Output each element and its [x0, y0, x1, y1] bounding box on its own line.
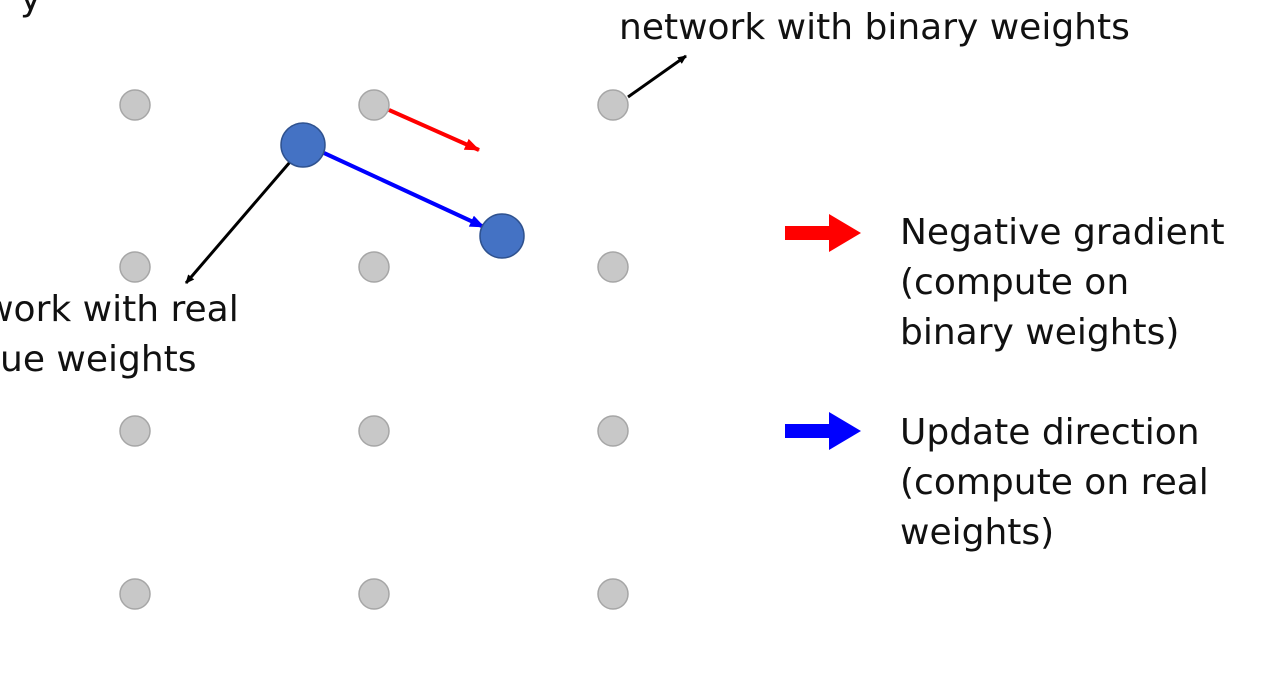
legend-update-direction-line1: Update direction: [900, 412, 1200, 453]
binary-network-text: network with binary weights: [619, 7, 1130, 48]
real-network-label: twork with real ue weights: [0, 285, 239, 385]
real-weight-point-before: [280, 122, 326, 168]
update-direction-arrow: [323, 151, 485, 229]
grid-point: [119, 578, 151, 610]
grid-point: [358, 251, 390, 283]
real-network-text-line2: ue weights: [0, 339, 197, 380]
grid-point: [358, 578, 390, 610]
grid-point: [119, 89, 151, 121]
grid-point: [119, 251, 151, 283]
legend-negative-gradient-swatch: [785, 214, 861, 252]
legend-update-direction: Update direction (compute on real weight…: [900, 408, 1209, 558]
grid-point: [358, 89, 390, 121]
negative-gradient-arrow: [388, 108, 480, 152]
grid-point: [597, 578, 629, 610]
legend-negative-gradient-line1: Negative gradient: [900, 212, 1225, 253]
real-network-text-line1: twork with real: [0, 289, 239, 330]
grid-point: [597, 415, 629, 447]
legend-update-direction-swatch: [785, 412, 861, 450]
real-weight-point-after: [479, 213, 525, 259]
grid-point: [597, 251, 629, 283]
top-partial-label: y: [20, 0, 41, 24]
grid-point: [119, 415, 151, 447]
top-partial-text: y: [20, 0, 41, 24]
binary-network-label: network with binary weights: [619, 3, 1130, 53]
legend-negative-gradient-line3: binary weights): [900, 312, 1180, 353]
real-network-pointer-arrow: [184, 161, 292, 284]
legend-update-direction-line3: weights): [900, 512, 1055, 553]
legend-update-direction-line2: (compute on real: [900, 462, 1209, 503]
grid-point: [597, 89, 629, 121]
legend-negative-gradient: Negative gradient (compute on binary wei…: [900, 208, 1225, 358]
grid-point: [358, 415, 390, 447]
binary-network-pointer-arrow: [627, 54, 687, 99]
legend-negative-gradient-line2: (compute on: [900, 262, 1130, 303]
binary-grid: [119, 89, 629, 610]
